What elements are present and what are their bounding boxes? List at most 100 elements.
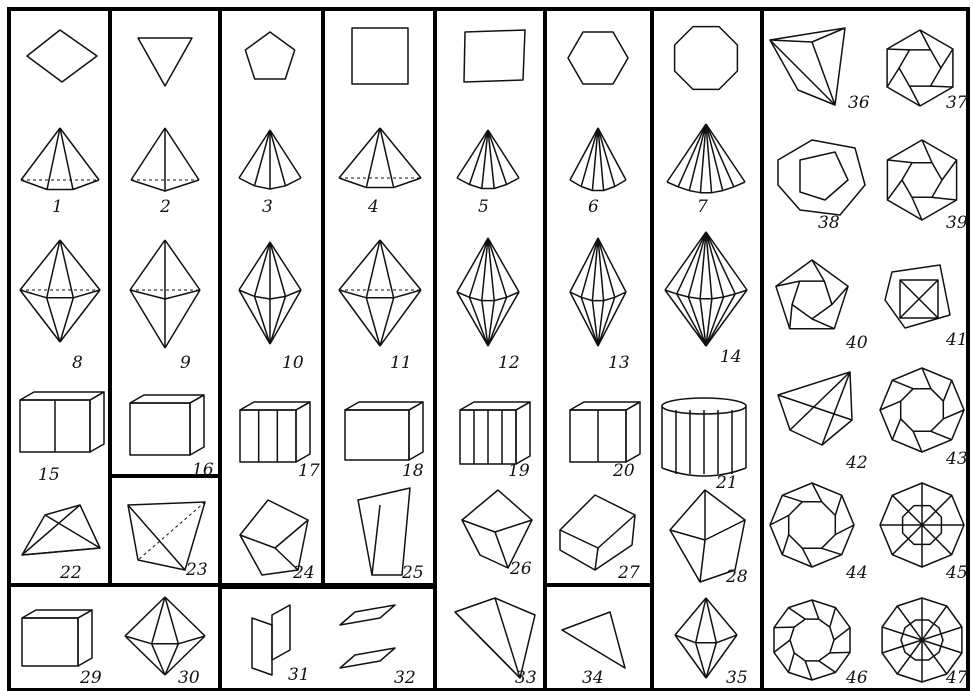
bipyramid-edge: [270, 242, 301, 290]
polyhedron-outline: [774, 600, 850, 680]
bipyramid-girdle: [675, 635, 737, 643]
shape-base-octagon: [675, 27, 738, 90]
form-label-40: 40: [845, 333, 868, 353]
shape-15: [20, 392, 104, 452]
polyhedron-edge: [560, 530, 598, 548]
shape-8: [20, 240, 100, 342]
polyhedron-edge: [788, 653, 794, 672]
shape-43: [880, 368, 964, 452]
polyhedron-edge: [770, 40, 835, 105]
shape-27: [560, 495, 635, 570]
form-label-22: 22: [59, 563, 82, 583]
form-label-45: 45: [945, 563, 968, 583]
base-outline: [27, 30, 97, 82]
polyhedron-edge: [22, 548, 100, 555]
form-label-11: 11: [390, 353, 412, 373]
polyhedron-outline: [560, 495, 635, 570]
polyhedron-face: [901, 389, 944, 432]
prism-front: [345, 410, 409, 460]
polyhedron-edge: [770, 40, 812, 42]
shape-35: [675, 598, 737, 678]
form-label-33: 33: [515, 668, 537, 688]
polyhedron-edge: [922, 606, 947, 640]
shape-25: [358, 488, 410, 575]
bipyramid-edge: [665, 232, 706, 290]
polyhedron-face: [340, 605, 395, 625]
form-label-10: 10: [282, 353, 304, 373]
pyramid-base: [570, 180, 626, 191]
polyhedron-edge: [705, 520, 745, 540]
shape-base-tetragon: [464, 30, 525, 82]
polyhedron-face: [902, 163, 942, 198]
polyhedron-edge: [372, 505, 380, 575]
bipyramid-edge: [165, 240, 200, 290]
polyhedron-face: [789, 502, 836, 549]
form-label-44: 44: [845, 563, 868, 583]
polyhedron-edge: [931, 431, 952, 439]
form-label-6: 6: [588, 197, 599, 217]
system-frames: [9, 9, 968, 690]
prism-side: [90, 392, 104, 452]
bipyramid-edge: [380, 298, 394, 346]
pyramid-base: [339, 178, 421, 188]
pyramid-edge: [667, 124, 706, 182]
form-label-9: 9: [180, 353, 191, 373]
polyhedron-edge: [942, 160, 957, 180]
form-label-34: 34: [582, 668, 604, 688]
polyhedron-edge: [887, 68, 899, 87]
polyhedron-edge: [700, 540, 705, 582]
form-label-3: 3: [262, 197, 273, 217]
bipyramid-edge: [270, 242, 286, 296]
polyhedron-outline: [462, 490, 532, 568]
polyhedron-outline: [778, 372, 852, 445]
shape-31: [252, 605, 290, 675]
polyhedron-outline: [22, 505, 100, 555]
prism-front: [130, 403, 190, 455]
bipyramid-girdle: [457, 292, 519, 301]
polyhedron-edge: [943, 380, 951, 401]
shape-11: [339, 240, 421, 346]
shape-base-pentagon: [245, 32, 294, 79]
polyhedron-face: [899, 50, 941, 86]
polyhedron-face: [790, 619, 834, 661]
pyramid-edge: [131, 128, 165, 180]
polyhedron-edge: [922, 640, 947, 674]
shape-37: [887, 30, 953, 106]
bipyramid-edge: [366, 298, 380, 346]
shape-base-rhomb: [27, 30, 97, 82]
bipyramid-edge: [239, 242, 270, 290]
shape-18: [345, 402, 423, 460]
shape-44: [770, 483, 854, 567]
form-label-47: 47: [945, 668, 968, 688]
polyhedron-face: [252, 618, 272, 675]
polyhedron-edge: [932, 197, 957, 200]
pyramid-edge: [239, 130, 270, 178]
polyhedron-edge: [812, 600, 819, 619]
form-label-12: 12: [498, 353, 520, 373]
shape-21: [662, 398, 746, 476]
form-label-13: 13: [608, 353, 630, 373]
system-frame: [435, 9, 545, 690]
polyhedron-outline: [887, 30, 953, 106]
bipyramid-girdle: [125, 636, 205, 644]
polyhedron-edge: [922, 495, 952, 525]
shape-22: [22, 505, 100, 555]
base-outline: [138, 38, 192, 86]
polyhedron-edge: [782, 535, 788, 555]
polyhedron-edge: [922, 525, 952, 555]
pyramid-edge: [165, 128, 199, 180]
form-label-2: 2: [159, 197, 171, 217]
shape-6: [570, 128, 626, 191]
polyhedron-outline: [455, 598, 535, 678]
polyhedron-edge: [941, 49, 953, 68]
shape-39: [887, 140, 956, 220]
shape-45: [880, 483, 964, 567]
prism-side: [78, 610, 92, 666]
system-frame: [545, 9, 652, 585]
shape-17: [240, 402, 310, 462]
form-label-43: 43: [945, 449, 968, 469]
form-label-26: 26: [509, 559, 532, 579]
shape-base-hexagon: [568, 32, 628, 84]
polyhedron-edge: [598, 515, 635, 548]
shape-16: [130, 395, 204, 455]
